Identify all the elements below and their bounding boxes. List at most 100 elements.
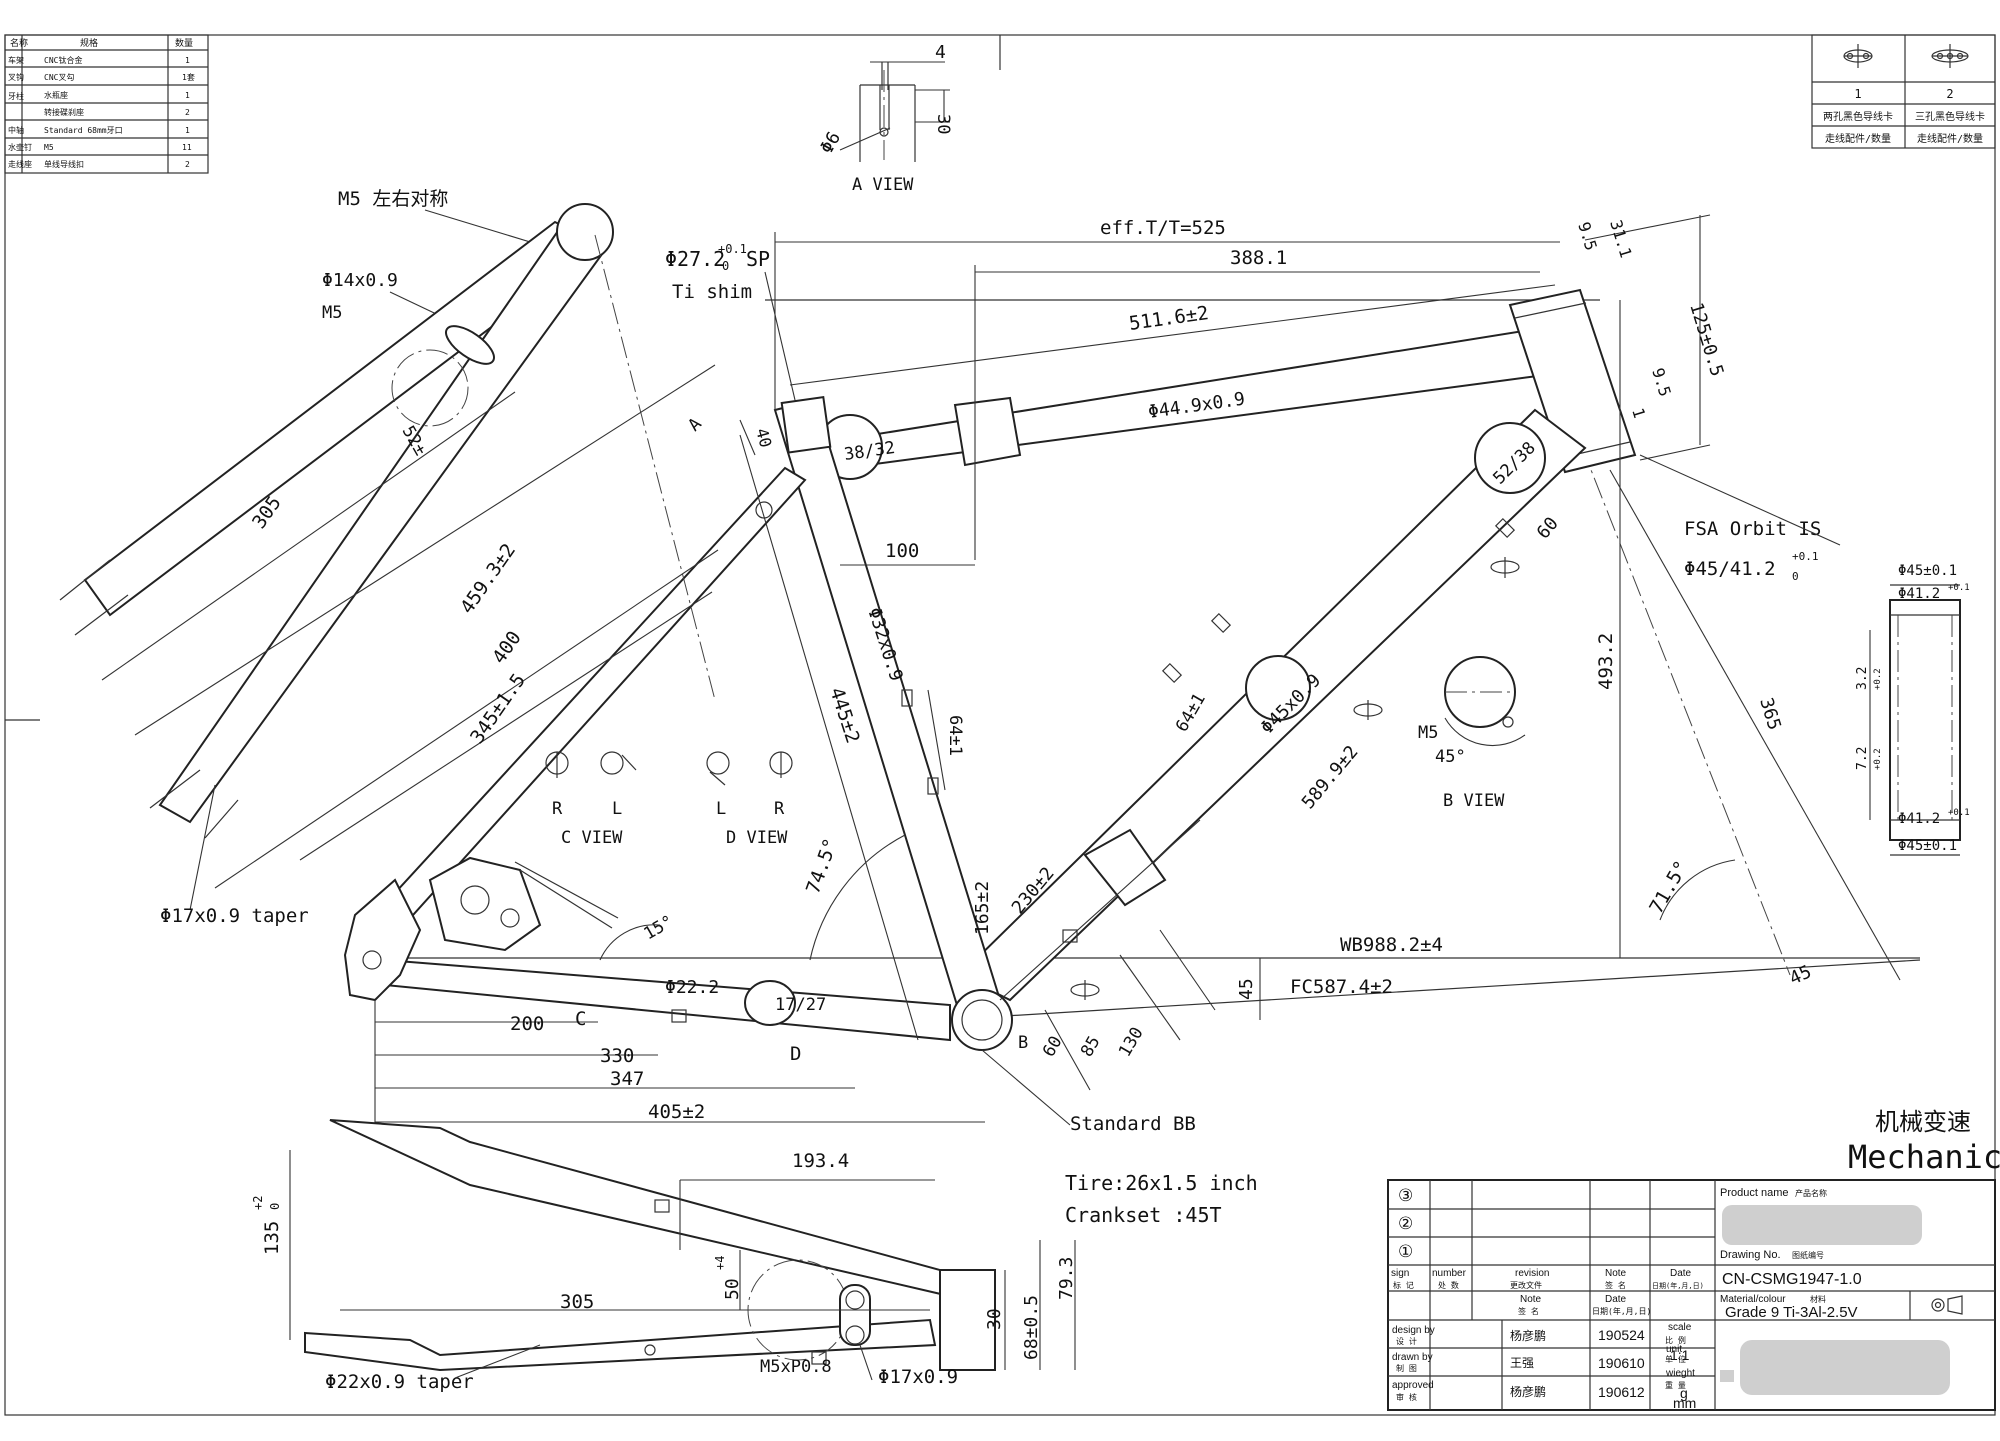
leader-line [424,209,541,246]
head-angle-dimension: 71.5° [1645,857,1736,921]
rev-head-sign-cn: 标 记 [1393,1280,1414,1290]
row-key-cn: 单 位 [1665,1354,1686,1364]
bom-cell: 车架 [8,55,24,65]
b-view-angle: 45° [1435,747,1466,767]
lower-79: 79.3 [1056,1257,1077,1300]
legend-name: 两孔黑色导线卡 [1823,110,1893,123]
ht-dt-dimension: 60 [1533,513,1563,543]
row-key: wieght [1665,1368,1695,1379]
bom-cell: 11 [182,143,192,152]
seat-clamp [780,396,832,454]
col-note-cn: 签 名 [1518,1306,1539,1316]
chainstay-boss [654,1199,670,1213]
tire-spec: Tire:26x1.5 inch [1065,1171,1258,1195]
rev-num: ① [1398,1242,1413,1262]
a-view-hole: Φ6 [816,128,845,157]
ht-top-inner: Φ41.2 [1898,586,1940,602]
rev-head-number: number [1432,1268,1467,1279]
bb-165: 165±2 [972,881,993,935]
chainstay-bridge [671,1009,687,1023]
chainstay-drive-leg [329,1119,947,1297]
bom-cell: CNC叉勾 [44,72,74,82]
bom-cell: 牙柱 [8,91,24,101]
front-center: FC587.4±2 [1290,976,1393,998]
c-view: R L C VIEW [545,751,637,848]
seat-angle-dimension: 74.5° [802,834,906,961]
a-view-width: 4 [935,42,946,63]
lower-30: 30 [984,1308,1005,1330]
seatpost-tol-up: +0.1 [718,242,747,256]
bb-130: 130 [1115,1024,1148,1061]
stay-400: 400 [488,627,526,668]
product-label-cn: 产品名称 [1795,1188,1827,1198]
seat-cluster-dimension: 40 A [684,414,775,456]
bom-cell: 2 [185,160,190,169]
clip-icon [1843,44,1873,68]
chainstay-bridge [839,1284,871,1346]
a-marker: A [684,414,705,435]
down-tube-section [1245,655,1311,721]
lower-50-tol: +4 [713,1256,727,1270]
lower-135: 135 [261,1221,283,1255]
bom-cell: 1 [185,126,190,135]
chainstay-taper-spec: Φ22x0.9 taper [325,1371,474,1393]
down-tube-butt [1083,828,1167,907]
tt-offset-dimension: 100 [840,540,975,566]
legend-sub: 走线配件/数量 [1917,132,1983,145]
row-name: 王强 [1510,1356,1534,1370]
material-value: Grade 9 Ti-3Al-2.5V [1725,1304,1858,1321]
bom-table: 名称 规格 数量 车架 CNC钛合金 1 叉钩 CNC叉勾 1套 牙柱 水瓶座 … [4,34,209,174]
material-label: Material/colour [1720,1294,1786,1305]
bom-cell: 2 [185,108,190,117]
wheelbase: WB988.2±4 [1340,934,1443,956]
rev-num: ② [1398,1214,1413,1234]
bom-cell: 走线座 [8,159,32,169]
chainstay-section [744,980,796,1026]
b-marker: B [1018,1033,1028,1053]
d-view: L R D VIEW [706,751,793,848]
chainstay [384,958,951,1042]
bottle-spacing-dt: 64±1 [1172,690,1210,735]
bom-cell: CNC钛合金 [44,55,82,65]
rev-head-date: Date [1670,1268,1692,1279]
fsa-headset: FSA Orbit IS [1684,518,1821,540]
cs-200: 200 [510,1013,544,1035]
lower-50: 50 [722,1278,743,1300]
m5xp08-label: M5xP0.8 [760,1357,832,1377]
bom-header-name: 名称 [10,37,28,49]
bb-drop: 45 [1236,978,1257,1000]
head-tube [1508,288,1637,474]
row-label-cn: 设 计 [1396,1336,1417,1346]
seatstay-tube-spec: Φ14x0.9 [322,270,398,291]
eff-tt-dimension: eff.T/T=525 [774,217,1560,410]
bom-cell: 1 [185,91,190,100]
projection-symbol-icon [1931,1295,1963,1315]
head-tube-bore: Φ45/41.2 [1684,558,1776,580]
ht-bottom-inner: Φ41.2 [1898,811,1940,827]
legend-number: 2 [1946,87,1953,101]
down-tube-end-section [1474,422,1546,494]
leader-line [981,1049,1071,1126]
stay-459: 459.3±2 [456,540,520,618]
rev-head-note-cn: 签 名 [1605,1280,1626,1290]
legend-number: 1 [1854,87,1861,101]
company-logo-redacted [1740,1340,1950,1395]
ht-bottom-outer: Φ45±0.1 [1898,838,1957,854]
b-view: M5 45° B VIEW [1418,656,1526,811]
bom-cell: 1 [185,56,190,65]
lower-193: 193.4 [792,1150,849,1172]
top-tube-butt [953,396,1022,467]
fork-offset: 45 [1786,961,1815,989]
ti-shim-label: Ti shim [672,281,752,303]
col-date-cn: 日期(年,月,日) [1592,1306,1651,1316]
c-view-left: R [552,799,563,819]
company-mark [1720,1370,1734,1382]
lower-135-tol-low: 0 [268,1203,282,1210]
bottle-boss [927,777,939,795]
rev-head-revision-cn: 更改文件 [1510,1280,1542,1290]
bottom-bracket-shell [951,989,1013,1051]
drawing-number: CN-CSMG1947-1.0 [1722,1271,1862,1288]
main-frame: M5 45° B VIEW R L C VIEW L R D VIEW Φ44.… [343,214,1921,1135]
stack-dimension: 493.2 [1595,300,1621,958]
